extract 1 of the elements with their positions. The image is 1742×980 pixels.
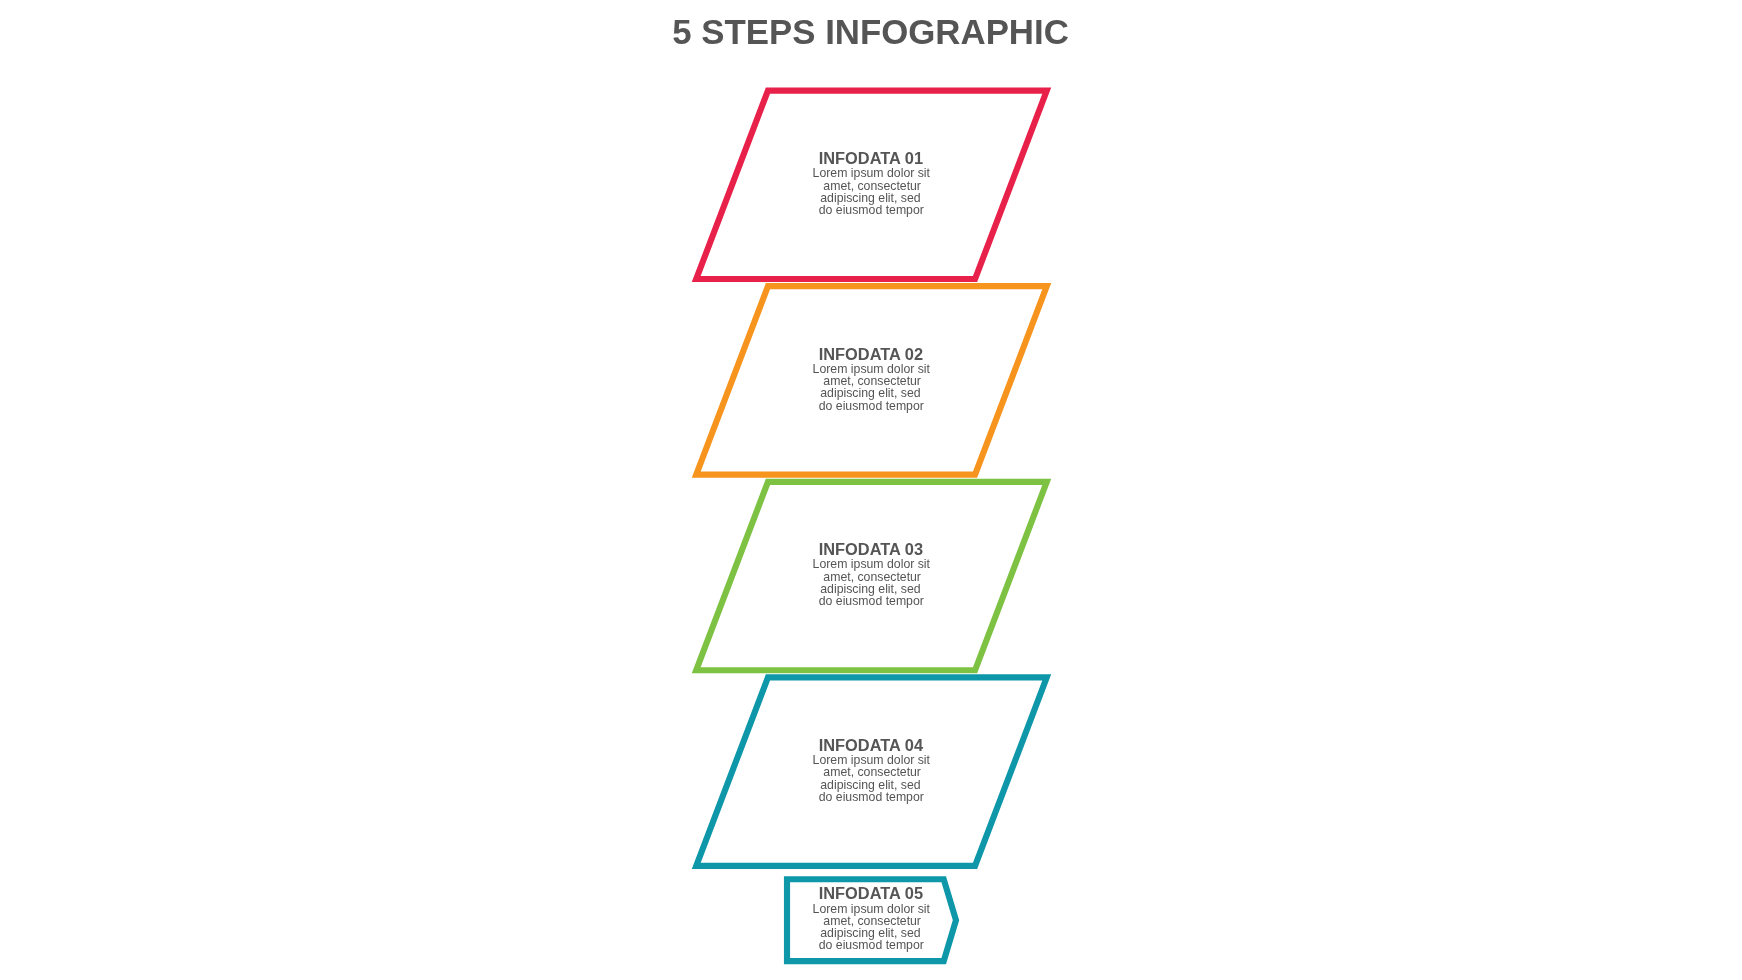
diagram-title: 5 STEPS INFOGRAPHIC bbox=[671, 11, 1069, 51]
